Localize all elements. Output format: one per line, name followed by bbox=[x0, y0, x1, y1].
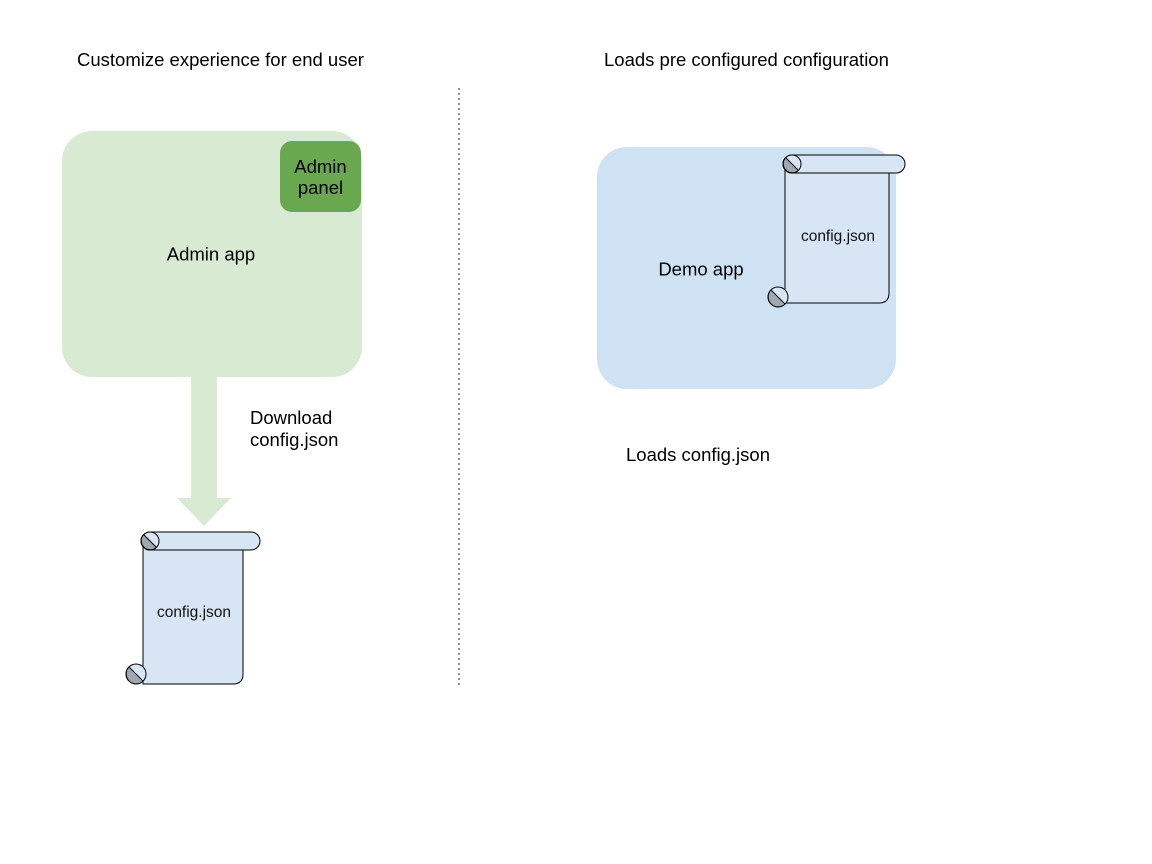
demo-app-label: Demo app bbox=[658, 258, 744, 280]
admin-panel-shape: Admin panel bbox=[280, 141, 361, 212]
config-file-scroll-left bbox=[125, 531, 261, 685]
scroll-top-curl-shade bbox=[782, 156, 800, 174]
admin-panel-label-line2: panel bbox=[297, 176, 344, 198]
scroll-bottom-curl-shade bbox=[767, 289, 786, 308]
download-arrow bbox=[177, 374, 231, 526]
loads-config-caption: Loads config.json bbox=[626, 444, 770, 465]
right-section-title: Loads pre configured configuration bbox=[604, 49, 889, 70]
admin-panel-label-line1: Admin bbox=[294, 155, 347, 177]
left-section-title: Customize experience for end user bbox=[77, 49, 364, 70]
download-arrow-label-line1: Download bbox=[250, 407, 333, 428]
config-file-label-left: config.json bbox=[156, 604, 232, 621]
config-file-scroll-right bbox=[767, 154, 906, 308]
download-arrow-label-line2: config.json bbox=[250, 429, 339, 450]
download-arrow-shape bbox=[177, 374, 231, 526]
scroll-bottom-curl-shade bbox=[125, 666, 144, 685]
section-divider bbox=[458, 88, 460, 685]
download-arrow-label: Download config.json bbox=[250, 407, 338, 451]
config-file-label-right: config.json bbox=[800, 228, 876, 245]
scroll-top-curl-shade bbox=[140, 533, 158, 551]
scroll-body bbox=[142, 540, 244, 685]
admin-app-label: Admin app bbox=[166, 243, 256, 265]
scroll-body bbox=[784, 163, 890, 304]
